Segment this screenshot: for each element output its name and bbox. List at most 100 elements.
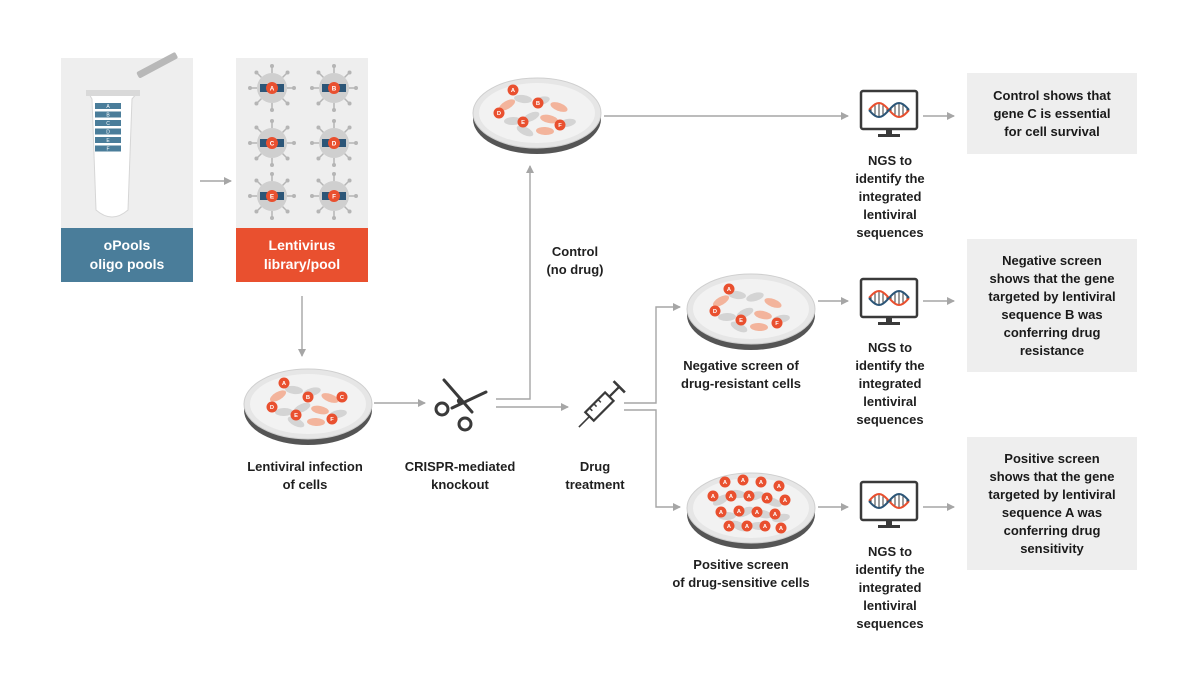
dish-letter: A bbox=[737, 474, 749, 486]
ngs-negative-label: NGS to identify the integrated lentivira… bbox=[855, 340, 925, 427]
virus-letter: C bbox=[266, 137, 278, 149]
tube-band: A bbox=[95, 103, 121, 110]
cell-shape bbox=[498, 99, 516, 111]
opools-tag: oPools oligo pools bbox=[61, 228, 193, 282]
ngs-control-label: NGS to identify the integrated lentivira… bbox=[855, 153, 925, 240]
cell-shape bbox=[712, 494, 730, 506]
negative-label: Negative screen of drug-resistant cells bbox=[681, 358, 801, 391]
ngs-monitor-icon bbox=[859, 277, 919, 325]
dish-letter: A bbox=[775, 522, 787, 534]
dish-letter: A bbox=[743, 490, 755, 502]
dish-letter: A bbox=[741, 520, 753, 532]
dish-letter: A bbox=[507, 84, 519, 96]
svg-text:F: F bbox=[332, 193, 336, 200]
svg-text:A: A bbox=[106, 104, 110, 110]
dish-control: A B D E F bbox=[472, 77, 602, 154]
tube-band: F bbox=[95, 145, 121, 153]
svg-text:A: A bbox=[763, 524, 768, 530]
virus-particle: E bbox=[248, 172, 296, 220]
dish-letter: E bbox=[517, 116, 529, 128]
ngs-monitor-icon bbox=[859, 480, 919, 528]
dish-letter: D bbox=[493, 107, 505, 119]
cell-shape bbox=[536, 126, 554, 136]
control-label: Control (no drug) bbox=[546, 244, 604, 277]
dish-letter: A bbox=[723, 520, 735, 532]
drug-label: Drug treatment bbox=[565, 459, 625, 492]
cell-shape bbox=[746, 292, 764, 302]
crispr-label: CRISPR-mediated knockout bbox=[404, 459, 516, 492]
virus-particle: F bbox=[310, 172, 358, 220]
svg-text:B: B bbox=[306, 395, 310, 401]
dish-letter: F bbox=[771, 317, 783, 329]
cell-shape bbox=[307, 417, 325, 427]
cell-shape bbox=[269, 390, 287, 402]
cell-shape bbox=[514, 94, 532, 104]
flow-arrows bbox=[200, 112, 955, 511]
virus-letter: D bbox=[328, 137, 340, 149]
dish-letter: C bbox=[336, 391, 348, 403]
syringe-icon bbox=[578, 380, 626, 428]
svg-text:B: B bbox=[106, 113, 110, 119]
svg-text:E: E bbox=[739, 318, 743, 324]
dish-letter: A bbox=[755, 476, 767, 488]
svg-text:E: E bbox=[294, 413, 298, 419]
virus-letter: E bbox=[266, 190, 278, 202]
virus-particle: B bbox=[310, 64, 358, 112]
svg-text:A: A bbox=[773, 512, 778, 518]
dish-letter: A bbox=[725, 490, 737, 502]
svg-text:F: F bbox=[106, 147, 109, 153]
dish-letter: A bbox=[715, 506, 727, 518]
svg-text:E: E bbox=[521, 120, 525, 126]
svg-text:A: A bbox=[270, 85, 275, 92]
svg-text:A: A bbox=[727, 524, 732, 530]
dish-letter: B bbox=[302, 391, 314, 403]
tube-band: D bbox=[95, 128, 121, 136]
svg-text:A: A bbox=[755, 510, 760, 516]
svg-text:A: A bbox=[719, 510, 724, 516]
svg-text:E: E bbox=[106, 138, 110, 144]
cell-shape bbox=[764, 298, 782, 308]
cell-shape bbox=[285, 385, 303, 395]
dish-letter: F bbox=[554, 119, 566, 131]
cell-shape bbox=[712, 295, 730, 307]
dish-letter: E bbox=[290, 409, 302, 421]
svg-text:A: A bbox=[759, 480, 764, 486]
svg-text:F: F bbox=[775, 321, 779, 327]
svg-text:F: F bbox=[558, 123, 562, 129]
cell-shape bbox=[750, 322, 768, 332]
dish-letter: B bbox=[532, 97, 544, 109]
virus-letter: B bbox=[328, 82, 340, 94]
cell-shape bbox=[504, 116, 522, 126]
svg-text:B: B bbox=[332, 85, 337, 92]
cell-shape bbox=[550, 102, 568, 112]
positive-label: Positive screen of drug-sensitive cells bbox=[672, 557, 810, 590]
svg-text:A: A bbox=[765, 496, 770, 502]
dish-letter: F bbox=[326, 413, 338, 425]
dish-letter: A bbox=[707, 490, 719, 502]
infection-label: Lentiviral infection of cells bbox=[247, 459, 363, 492]
cell-shape bbox=[540, 114, 558, 124]
scissors-icon bbox=[434, 378, 488, 432]
arrow-crispr-to-control bbox=[496, 165, 534, 400]
svg-text:A: A bbox=[747, 494, 752, 500]
cell-shape bbox=[516, 125, 534, 137]
arrow-drug-to-negative bbox=[624, 303, 681, 404]
cell-shape bbox=[754, 310, 772, 320]
dish-letter: A bbox=[759, 520, 771, 532]
dish-letter: E bbox=[735, 314, 747, 326]
svg-text:D: D bbox=[332, 140, 337, 147]
cell-shape bbox=[275, 407, 293, 417]
result-negative: Negative screen shows that the gene targ… bbox=[967, 239, 1137, 372]
svg-text:D: D bbox=[106, 130, 110, 136]
dish-letter: A bbox=[751, 506, 763, 518]
svg-text:C: C bbox=[340, 395, 344, 401]
dish-letter: A bbox=[779, 494, 791, 506]
dish-letter: A bbox=[719, 476, 731, 488]
cell-shape bbox=[718, 312, 736, 322]
virus-particle: D bbox=[310, 119, 358, 167]
svg-text:A: A bbox=[282, 381, 287, 387]
result-positive: Positive screen shows that the gene targ… bbox=[967, 437, 1137, 570]
